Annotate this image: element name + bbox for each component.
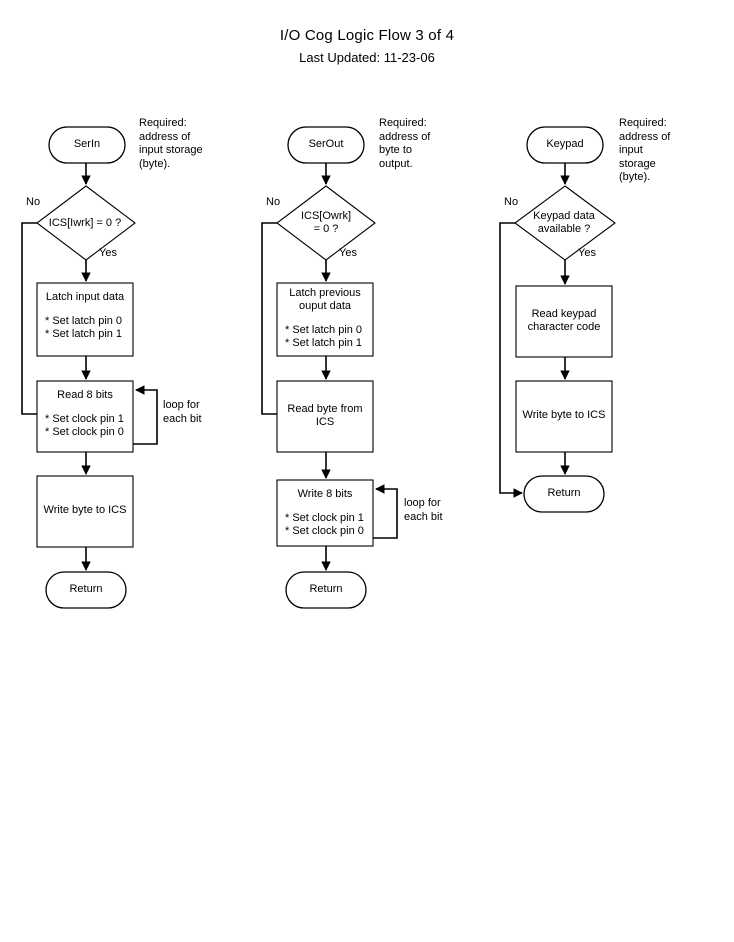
connector-loop-write8 [373, 484, 398, 539]
note-serin-required: Required: address of input storage (byte… [139, 117, 203, 170]
page-subtitle: Last Updated: 11-23-06 [299, 50, 435, 65]
edge-label-yes-serout: Yes [339, 247, 357, 259]
loop-label-read-8-bits: loop for each bit [163, 399, 202, 425]
note-serout-required: Required: address of byte to output. [379, 117, 431, 170]
connector-no-serout [261, 222, 290, 419]
edge-label-yes-serin: Yes [99, 247, 117, 259]
column-keypad [499, 126, 616, 513]
connector-no-keypad [499, 222, 523, 498]
column-serout [261, 126, 398, 609]
page-title: I/O Cog Logic Flow 3 of 4 [279, 27, 455, 44]
process-write-byte-to-ics [36, 475, 134, 548]
edge-label-yes-keypad: Yes [578, 247, 596, 259]
decision-ics-iwrk [36, 185, 136, 261]
terminal-serin [48, 126, 126, 164]
connector-no-serin [21, 222, 50, 419]
process-latch-input-data [36, 282, 134, 357]
process-latch-previous-output [276, 282, 374, 357]
connector-loop-read8 [133, 385, 158, 445]
process-read-byte-from-ics [276, 380, 374, 453]
edge-label-no-serin: No [26, 196, 41, 208]
terminal-return-serout [285, 571, 367, 609]
edge-label-no-serout: No [266, 196, 281, 208]
edge-label-no-keypad: No [504, 196, 519, 208]
note-keypad-required: Required: address of input storage (byte… [619, 117, 671, 183]
process-write-8-bits [276, 479, 374, 547]
column-serin [21, 126, 158, 609]
title-block: I/O Cog Logic Flow 3 of 4 Last Updated: … [0, 26, 734, 67]
terminal-return-keypad [523, 475, 605, 513]
terminal-keypad [526, 126, 604, 164]
process-read-8-bits [36, 380, 134, 453]
process-read-keypad-character-code [515, 285, 613, 358]
loop-label-write-8-bits: loop for each bit [404, 497, 443, 523]
decision-keypad-data-available [514, 185, 616, 261]
process-write-byte-to-ics-keypad [515, 380, 613, 453]
decision-ics-owrk [276, 185, 376, 261]
terminal-serout [287, 126, 365, 164]
terminal-return-serin [45, 571, 127, 609]
